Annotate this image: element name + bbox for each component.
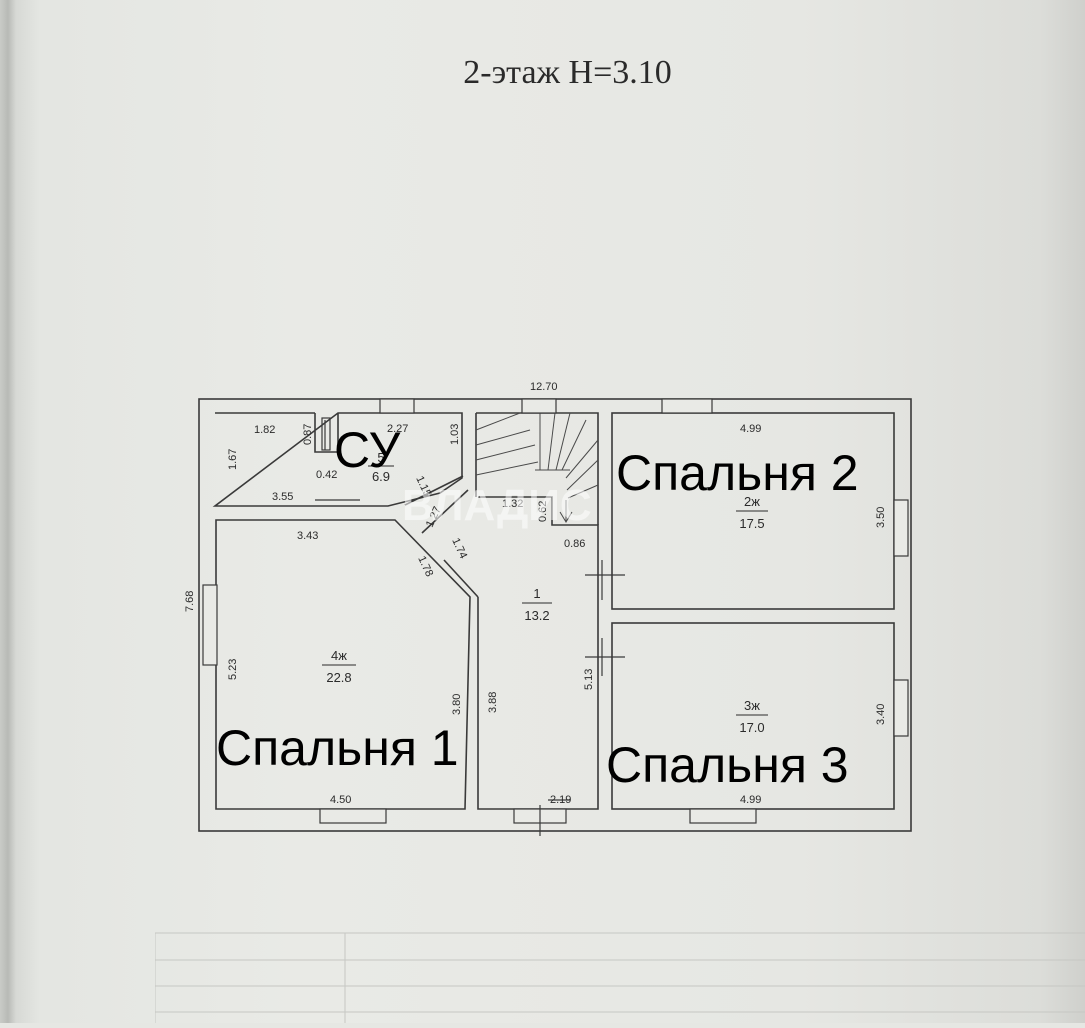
floor-title: 2-этаж Н=3.10: [463, 54, 672, 91]
dim-wc-0-42: 0.42: [316, 469, 337, 481]
room-labels: 1 13.2 2ж 17.5 3ж 17.0 4ж 22.8 5 6.9: [322, 450, 768, 735]
dim-diag-1-74: 1.74: [449, 536, 469, 560]
label-bedroom-2: Спальня 2: [616, 445, 859, 501]
faint-table-lines: [154, 932, 1085, 1023]
staircase: [475, 412, 599, 523]
dim-wc-0-87: 0.87: [302, 424, 314, 445]
faint-table: [154, 928, 1085, 1023]
room-2-area: 17.5: [739, 516, 764, 531]
windows: [202, 398, 909, 824]
dim-wc-3-55: 3.55: [272, 491, 293, 503]
dim-r4-4-50: 4.50: [330, 794, 351, 806]
room-3-area: 17.0: [739, 720, 764, 735]
dim-hall-5-13: 5.13: [583, 669, 595, 690]
dim-r4-3-80: 3.80: [451, 694, 463, 715]
dim-r4-3-43: 3.43: [297, 530, 318, 542]
room-5-id: 5: [377, 450, 384, 465]
dim-wc-1-67: 1.67: [227, 449, 239, 470]
room-1-id: 1: [533, 586, 540, 601]
dim-r3-3-40: 3.40: [875, 704, 887, 725]
room-1-area: 13.2: [524, 608, 549, 623]
walls: [198, 398, 912, 832]
dim-overall-width: 12.70: [530, 381, 558, 393]
label-wc: СУ: [334, 422, 400, 478]
label-bedroom-1: Спальня 1: [216, 720, 459, 776]
room-3-id: 3ж: [744, 698, 760, 713]
room-5-area: 6.9: [372, 469, 390, 484]
dim-hall-0-86: 0.86: [564, 538, 585, 550]
room-4-area: 22.8: [326, 670, 351, 685]
room-4-id: 4ж: [331, 648, 347, 663]
dim-hall-1-32: 1.32: [502, 498, 523, 510]
dim-hall-3-88: 3.88: [487, 692, 499, 713]
annotation-labels: СУ Спальня 1 Спальня 2 Спальня 3: [216, 422, 859, 793]
dim-wc-2-27: 2.27: [387, 423, 408, 435]
dim-hall-2-19: 2.19: [550, 794, 571, 806]
room-2-id: 2ж: [744, 494, 760, 509]
dim-r2-4-99: 4.99: [740, 423, 761, 435]
dim-wc-1-03: 1.03: [449, 424, 461, 445]
dim-r3-4-99: 4.99: [740, 794, 761, 806]
dim-r4-5-23: 5.23: [227, 659, 239, 680]
label-bedroom-3: Спальня 3: [606, 737, 849, 793]
dim-r2-3-50: 3.50: [875, 507, 887, 528]
dim-hall-0-62: 0.62: [537, 501, 549, 522]
dim-wc-1-82: 1.82: [254, 424, 275, 436]
dim-overall-depth: 7.68: [184, 591, 196, 612]
watermark: ВЛАДИС: [402, 481, 592, 530]
door-marks: [315, 417, 625, 836]
